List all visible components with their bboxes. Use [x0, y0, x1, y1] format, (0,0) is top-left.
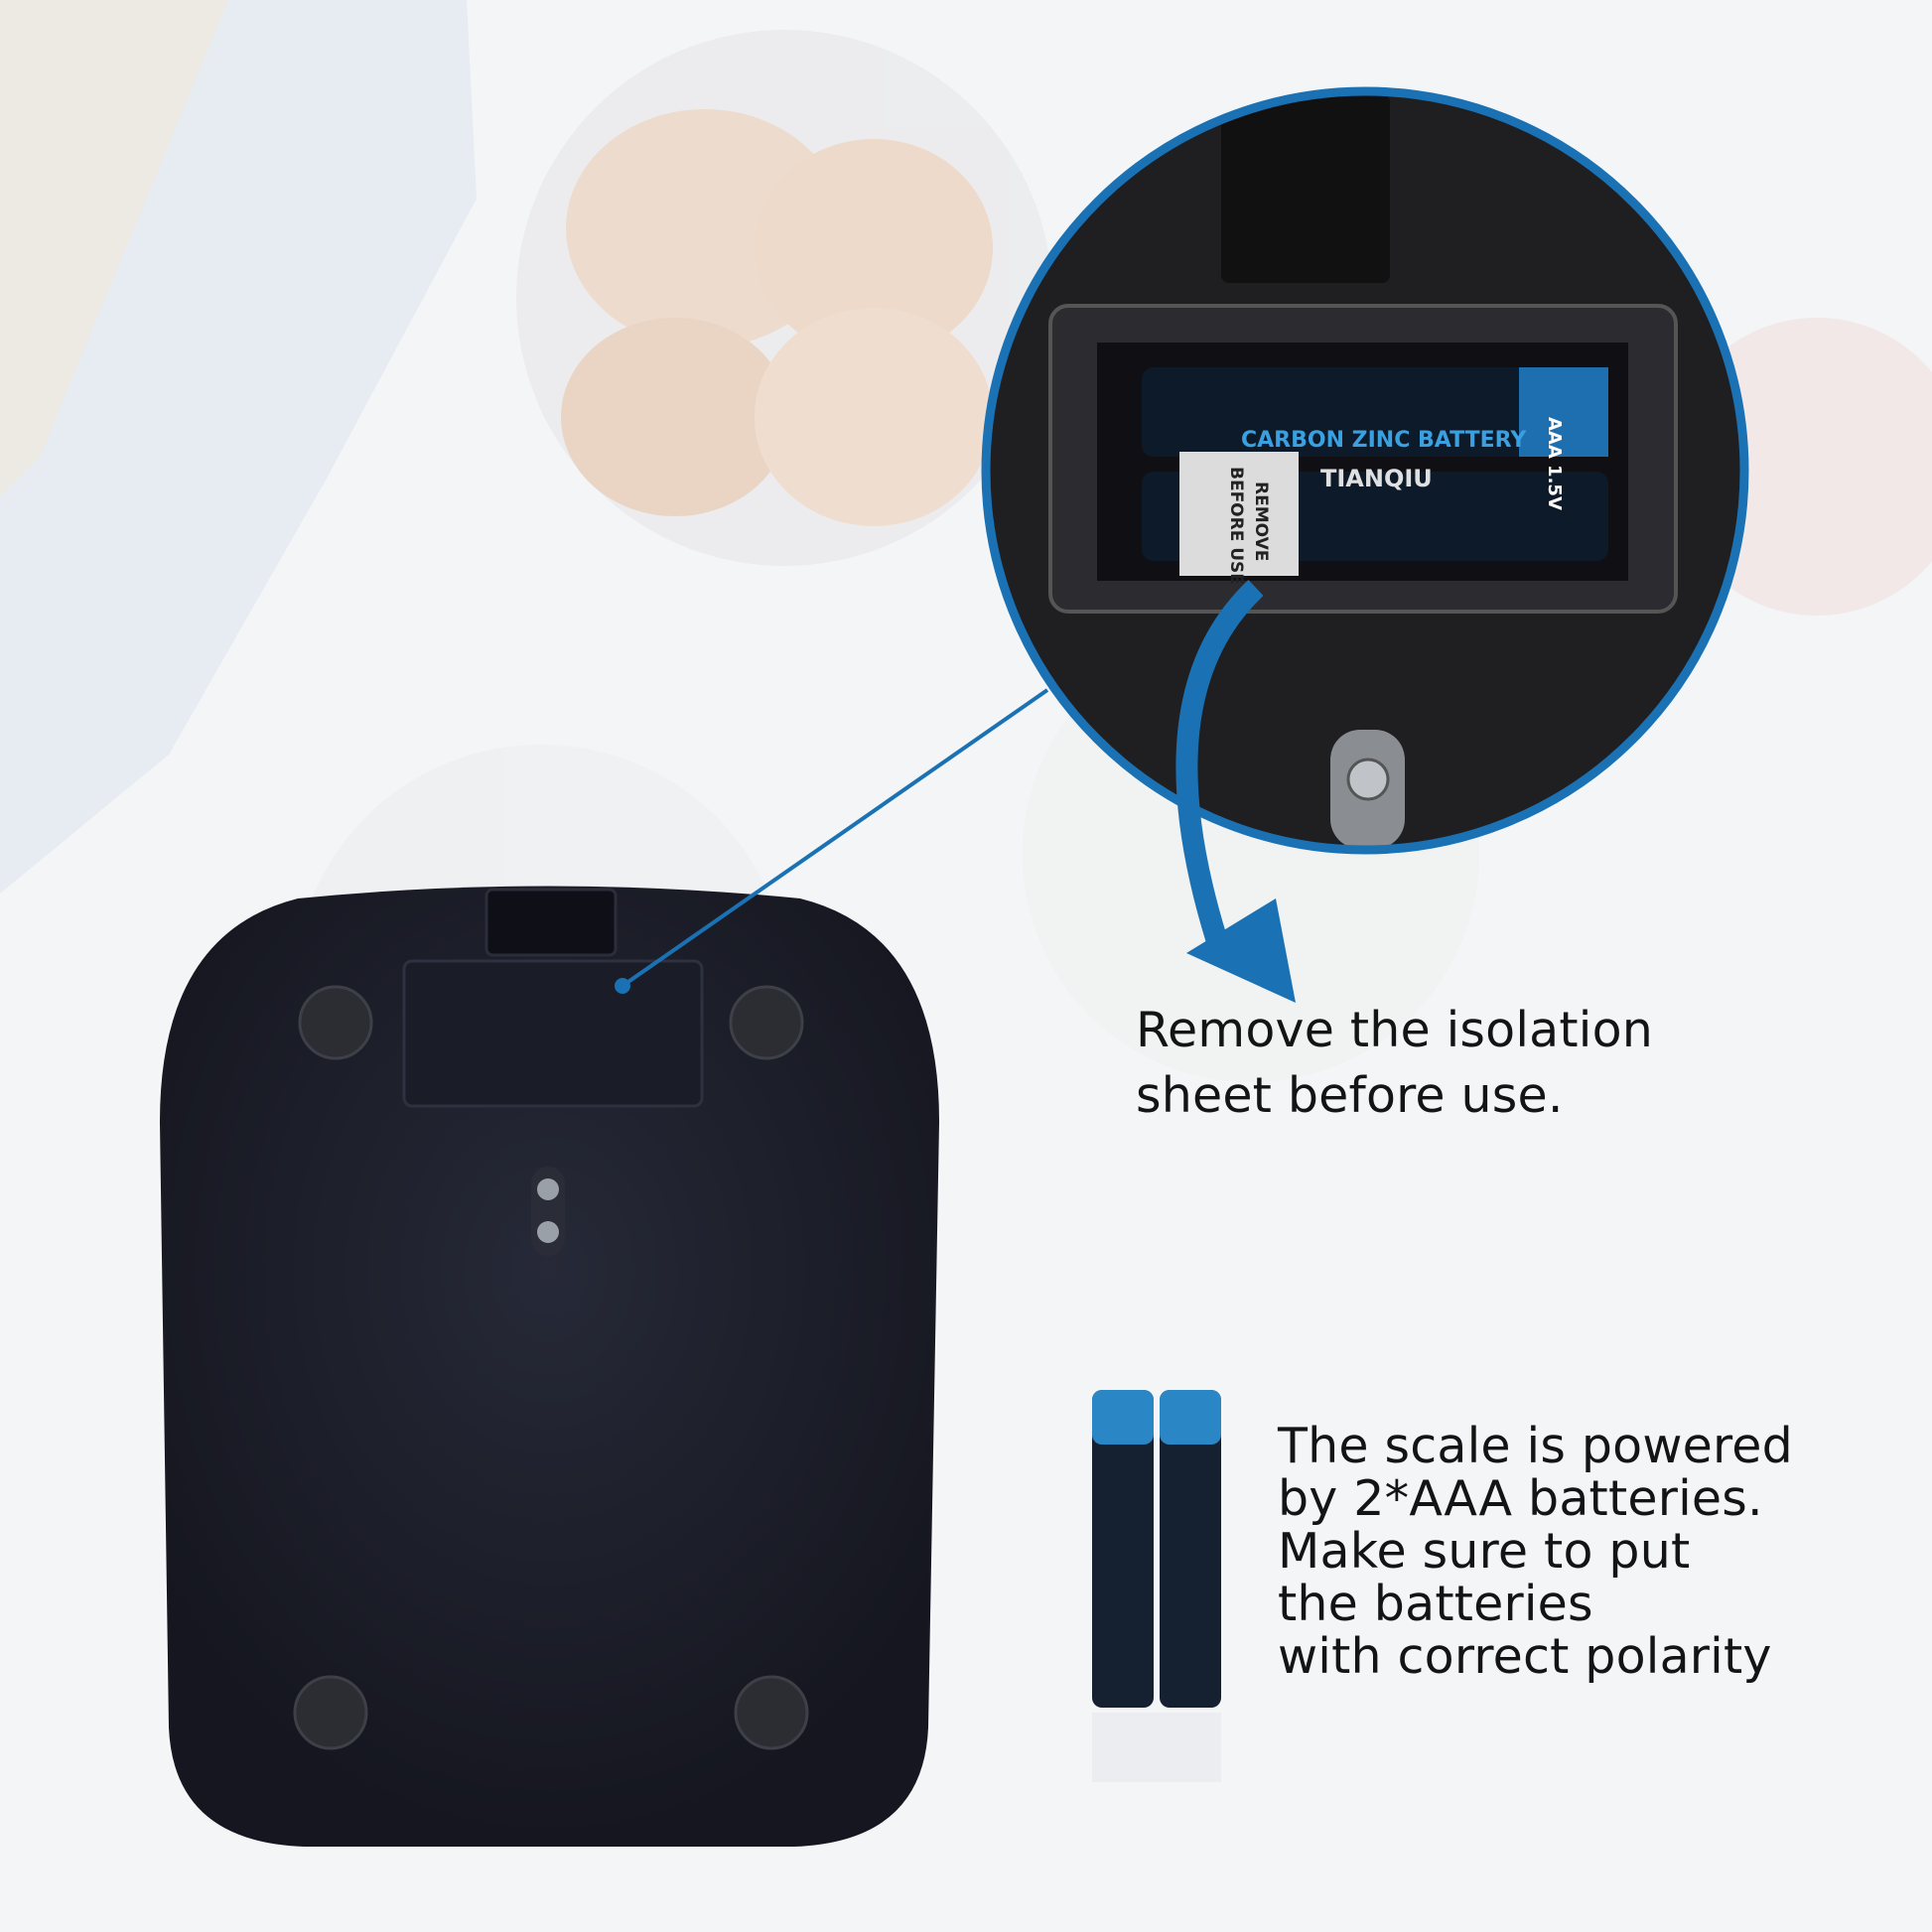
caption-line: sheet before use. — [1136, 1067, 1564, 1124]
isolation-sheet — [1179, 452, 1299, 576]
screw-icon — [537, 1178, 559, 1200]
callout-dot — [615, 978, 630, 994]
battery-latch — [484, 888, 618, 957]
isolation-sheet-caption: Remove the isolation sheet before use. — [1136, 998, 1653, 1129]
caption-line: Make sure to put — [1278, 1523, 1691, 1580]
screw-icon — [1346, 758, 1390, 801]
inset-border — [981, 86, 1749, 855]
isolation-sheet-text: REMOVE — [1251, 482, 1271, 561]
battery-brand-text: TIANQIU — [1320, 465, 1433, 492]
battery-type-text: CARBON ZINC BATTERY — [1241, 428, 1527, 453]
callout-line — [621, 688, 1049, 988]
arrow-head — [1186, 898, 1296, 1003]
caption-line: by 2*AAA batteries. — [1278, 1470, 1763, 1527]
aaa-batteries — [1092, 1390, 1221, 1782]
caption-line: Remove the isolation — [1136, 1002, 1654, 1058]
battery-compartment-inset: CARBON ZINC BATTERY TIANQIU AAA 1.5V REM… — [986, 91, 1744, 850]
screw-icon — [537, 1221, 559, 1243]
scale-underside — [160, 886, 939, 1847]
isolation-sheet-text: BEFORE USE — [1226, 467, 1246, 585]
caption-line: The scale is powered — [1278, 1418, 1793, 1474]
caption-line: the batteries — [1278, 1576, 1593, 1632]
caption-line: with correct polarity — [1278, 1628, 1772, 1685]
battery — [1142, 367, 1608, 457]
battery-caption: The scale is powered by 2*AAA batteries.… — [1278, 1420, 1793, 1683]
battery-door — [402, 959, 704, 1108]
rubber-feet — [293, 985, 809, 1750]
battery-size-text: AAA 1.5V — [1544, 417, 1565, 510]
arrow-icon — [1175, 579, 1264, 942]
